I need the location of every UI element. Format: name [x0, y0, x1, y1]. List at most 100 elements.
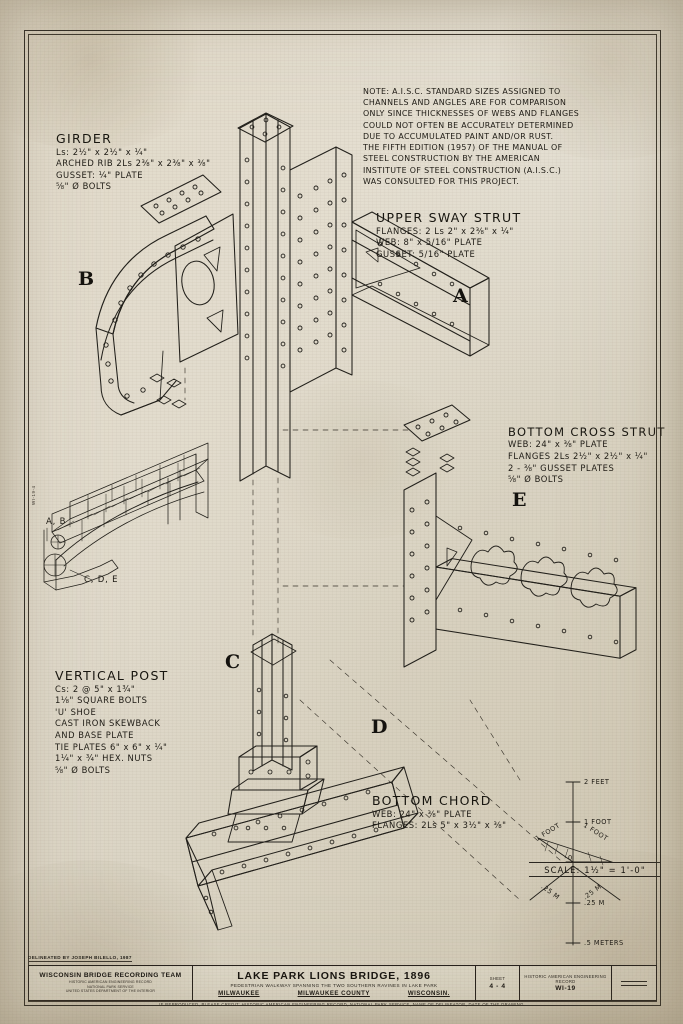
location-county: MILWAUKEE COUNTY — [297, 989, 370, 997]
note-line: WEB: 24" x ⅜" PLATE — [372, 808, 473, 819]
sheet-border-outer — [24, 30, 661, 1006]
note-line: FLANGES: 2 Ls 2" x 2⅜" x ¼" — [376, 225, 514, 236]
note-line: AND BASE PLATE — [55, 730, 134, 740]
note-line: FLANGES 2Ls 2½" x 2½" x ¼" — [508, 450, 648, 461]
bolt-heads-rib — [149, 373, 187, 409]
scale-tick-05m: .5 METERS — [584, 939, 624, 947]
note-line: WEB: 24" x ⅜" PLATE — [508, 439, 609, 450]
note-line: FLANGES: 2Ls 5" x 3½" x ⅜" — [372, 820, 507, 831]
detail-label-e: E — [512, 489, 527, 511]
note-line: 'U' SHOE — [55, 706, 97, 717]
rivet-row-arched-rib — [103, 236, 201, 399]
location-city: MILWAUKEE — [218, 989, 260, 997]
sheet-number: 4 - 4 — [489, 982, 506, 990]
note-line: CAST IRON SKEWBACK — [55, 718, 161, 729]
title-block: WISCONSIN BRIDGE RECORDING TEAM HISTORIC… — [28, 965, 657, 1001]
note-line: WAS CONSULTED FOR THIS PROJECT. — [363, 176, 520, 186]
location-state: WISCONSIN. — [407, 989, 450, 997]
title-block-team-cell: WISCONSIN BRIDGE RECORDING TEAM HISTORIC… — [29, 966, 193, 1000]
key-label-ab: A, B — [46, 517, 67, 527]
note-line: ARCHED RIB 2Ls 2⅜" x 2⅜" x ⅜" — [56, 158, 211, 169]
detail-label-a: A — [453, 285, 468, 307]
project-title: LAKE PARK LIONS BRIDGE, 1896 — [237, 969, 431, 982]
lacing-cutouts — [470, 545, 618, 608]
note-line: INSTITUTE OF STEEL CONSTRUCTION (A.I.S.C… — [363, 165, 562, 175]
note-line: STEEL CONSTRUCTION BY THE AMERICAN — [363, 154, 540, 164]
detail-label-b: B — [78, 268, 95, 290]
recording-team-name: WISCONSIN BRIDGE RECORDING TEAM — [39, 972, 182, 980]
scale-statement: SCALE: 1½" = 1'-0" — [529, 862, 661, 877]
reproduction-credit: IF REPRODUCED, PLEASE CREDIT: HISTORIC A… — [159, 1002, 524, 1007]
upper-sway-strut-note-title: UPPER SWAY STRUT — [376, 210, 522, 225]
gusset-plate-upper-left — [140, 174, 222, 224]
scale-zero-label: 0 — [568, 854, 573, 862]
vertical-post-note-block: VERTICAL POST Cs: 2 @ 5" x 1¾" 1⅛" SQUAR… — [55, 668, 169, 776]
projection-lines — [184, 367, 561, 901]
bottom-chord-note-title: BOTTOM CHORD — [372, 793, 492, 808]
general-note-block: NOTE: A.I.S.C. STANDARD SIZES ASSIGNED T… — [363, 86, 579, 187]
connection-plate-block — [289, 146, 353, 393]
vertical-post-lower — [250, 633, 297, 772]
delineator-credit: DELINEATED BY JOSEPH BILELLO, 1987 — [28, 955, 132, 962]
arched-rib-plate — [95, 215, 215, 416]
upper-sway-strut-beam — [351, 211, 490, 357]
bolt-stack — [405, 447, 455, 477]
scale-diag-lower-left: .25 M — [539, 882, 562, 902]
note-line: ONLY SINCE THICKNESSES OF WEBS AND FLANG… — [363, 109, 580, 119]
note-line: 2 - ⅜" GUSSET PLATES — [508, 462, 615, 473]
bridge-key-sketch — [43, 442, 209, 591]
note-line: WEB: 8" x 5/16" PLATE — [376, 237, 483, 248]
title-block-sheet-cell: SHEET 4 - 4 — [476, 966, 520, 1000]
note-line: THE FIFTH EDITION (1957) OF THE MANUAL O… — [363, 143, 563, 153]
agency-line: HISTORIC AMERICAN ENGINEERING RECORD — [69, 979, 152, 984]
scale-tick-025m: .25 M — [584, 899, 605, 907]
scale-bar: 2 FEET 1 FOOT .25 M .5 METERS 0 1 FOOT 1… — [520, 770, 670, 955]
note-line: NOTE: A.I.S.C. STANDARD SIZES ASSIGNED T… — [363, 87, 561, 96]
girder-note-block: GIRDER Ls: 2½" x 2½" x ¼" ARCHED RIB 2Ls… — [56, 131, 210, 193]
note-line: COULD NOT OFTEN BE ACCURATELY DETERMINED — [363, 120, 574, 130]
note-line: 1⅛" SQUARE BOLTS — [55, 695, 148, 706]
note-line: ⅝" Ø BOLTS — [56, 181, 112, 192]
rivet-grid-connection — [297, 172, 347, 353]
note-line: TIE PLATES 6" x 6" x ¼" — [55, 741, 168, 752]
agency-line: UNITED STATES DEPARTMENT OF THE INTERIOR — [65, 989, 156, 994]
note-line: Cs: 2 @ 5" x 1¾" — [55, 683, 136, 694]
title-block-project-cell: LAKE PARK LIONS BRIDGE, 1896 PEDESTRIAN … — [193, 966, 476, 1000]
scale-tick-1ft: 1 FOOT — [584, 818, 612, 826]
note-line: CHANNELS AND ANGLES ARE FOR COMPARISON — [363, 98, 567, 108]
sheet-label: SHEET — [489, 976, 506, 982]
agency-line: NATIONAL PARK SERVICE — [87, 984, 134, 989]
title-block-record-cell: HISTORIC AMERICAN ENGINEERING RECORD WI-… — [520, 966, 612, 1000]
project-subtitle: PEDESTRIAN WALKWAY SPANNING THE TWO SOUT… — [230, 982, 438, 988]
detail-label-c: C — [225, 651, 241, 673]
bottom-cross-strut-note-title: BOTTOM CROSS STRUT — [508, 425, 666, 439]
detail-label-d: D — [371, 716, 388, 738]
note-line: 1¼" x ¾" HEX. NUTS — [55, 753, 153, 764]
bottom-cross-strut-note-block: BOTTOM CROSS STRUT WEB: 24" x ⅜" PLATE F… — [508, 425, 666, 486]
note-line: ⅝" Ø BOLTS — [508, 474, 564, 485]
girder-note-title: GIRDER — [56, 131, 113, 146]
note-line: GUSSET: ¼" PLATE — [56, 169, 144, 180]
note-line: DUE TO ACCUMULATED PAINT AND/OR RUST. — [363, 131, 554, 141]
stamp-line — [621, 980, 647, 982]
rivet-rows-chord — [211, 789, 379, 875]
key-label-cde: C, D, E — [84, 575, 119, 585]
scale-tick-2ft: 2 FEET — [584, 778, 610, 786]
project-location: MILWAUKEE MILWAUKEE COUNTY WISCONSIN. — [218, 990, 450, 997]
sheet-side-code: WI-19-4 — [31, 485, 36, 505]
post-foot-bracket — [227, 813, 301, 843]
sheet-border-inner — [28, 34, 657, 1002]
note-line: GUSSET: 5/16" PLATE — [376, 248, 476, 259]
record-number: WI-19 — [555, 985, 576, 993]
scale-diag-upper-left: 1 FOOT — [533, 821, 562, 843]
vertical-post-upper — [237, 112, 294, 482]
rivet-column-post — [244, 157, 286, 369]
note-line: ⅝" Ø BOLTS — [55, 764, 111, 775]
bottom-chord-note-block: BOTTOM CHORD WEB: 24" x ⅜" PLATE FLANGES… — [372, 793, 507, 832]
stamp-line — [621, 984, 647, 986]
note-line: Ls: 2½" x 2½" x ¼" — [56, 146, 148, 157]
upper-sway-strut-note-block: UPPER SWAY STRUT FLANGES: 2 Ls 2" x 2⅜" … — [376, 210, 521, 260]
u-shoe-base-assembly — [227, 745, 325, 815]
